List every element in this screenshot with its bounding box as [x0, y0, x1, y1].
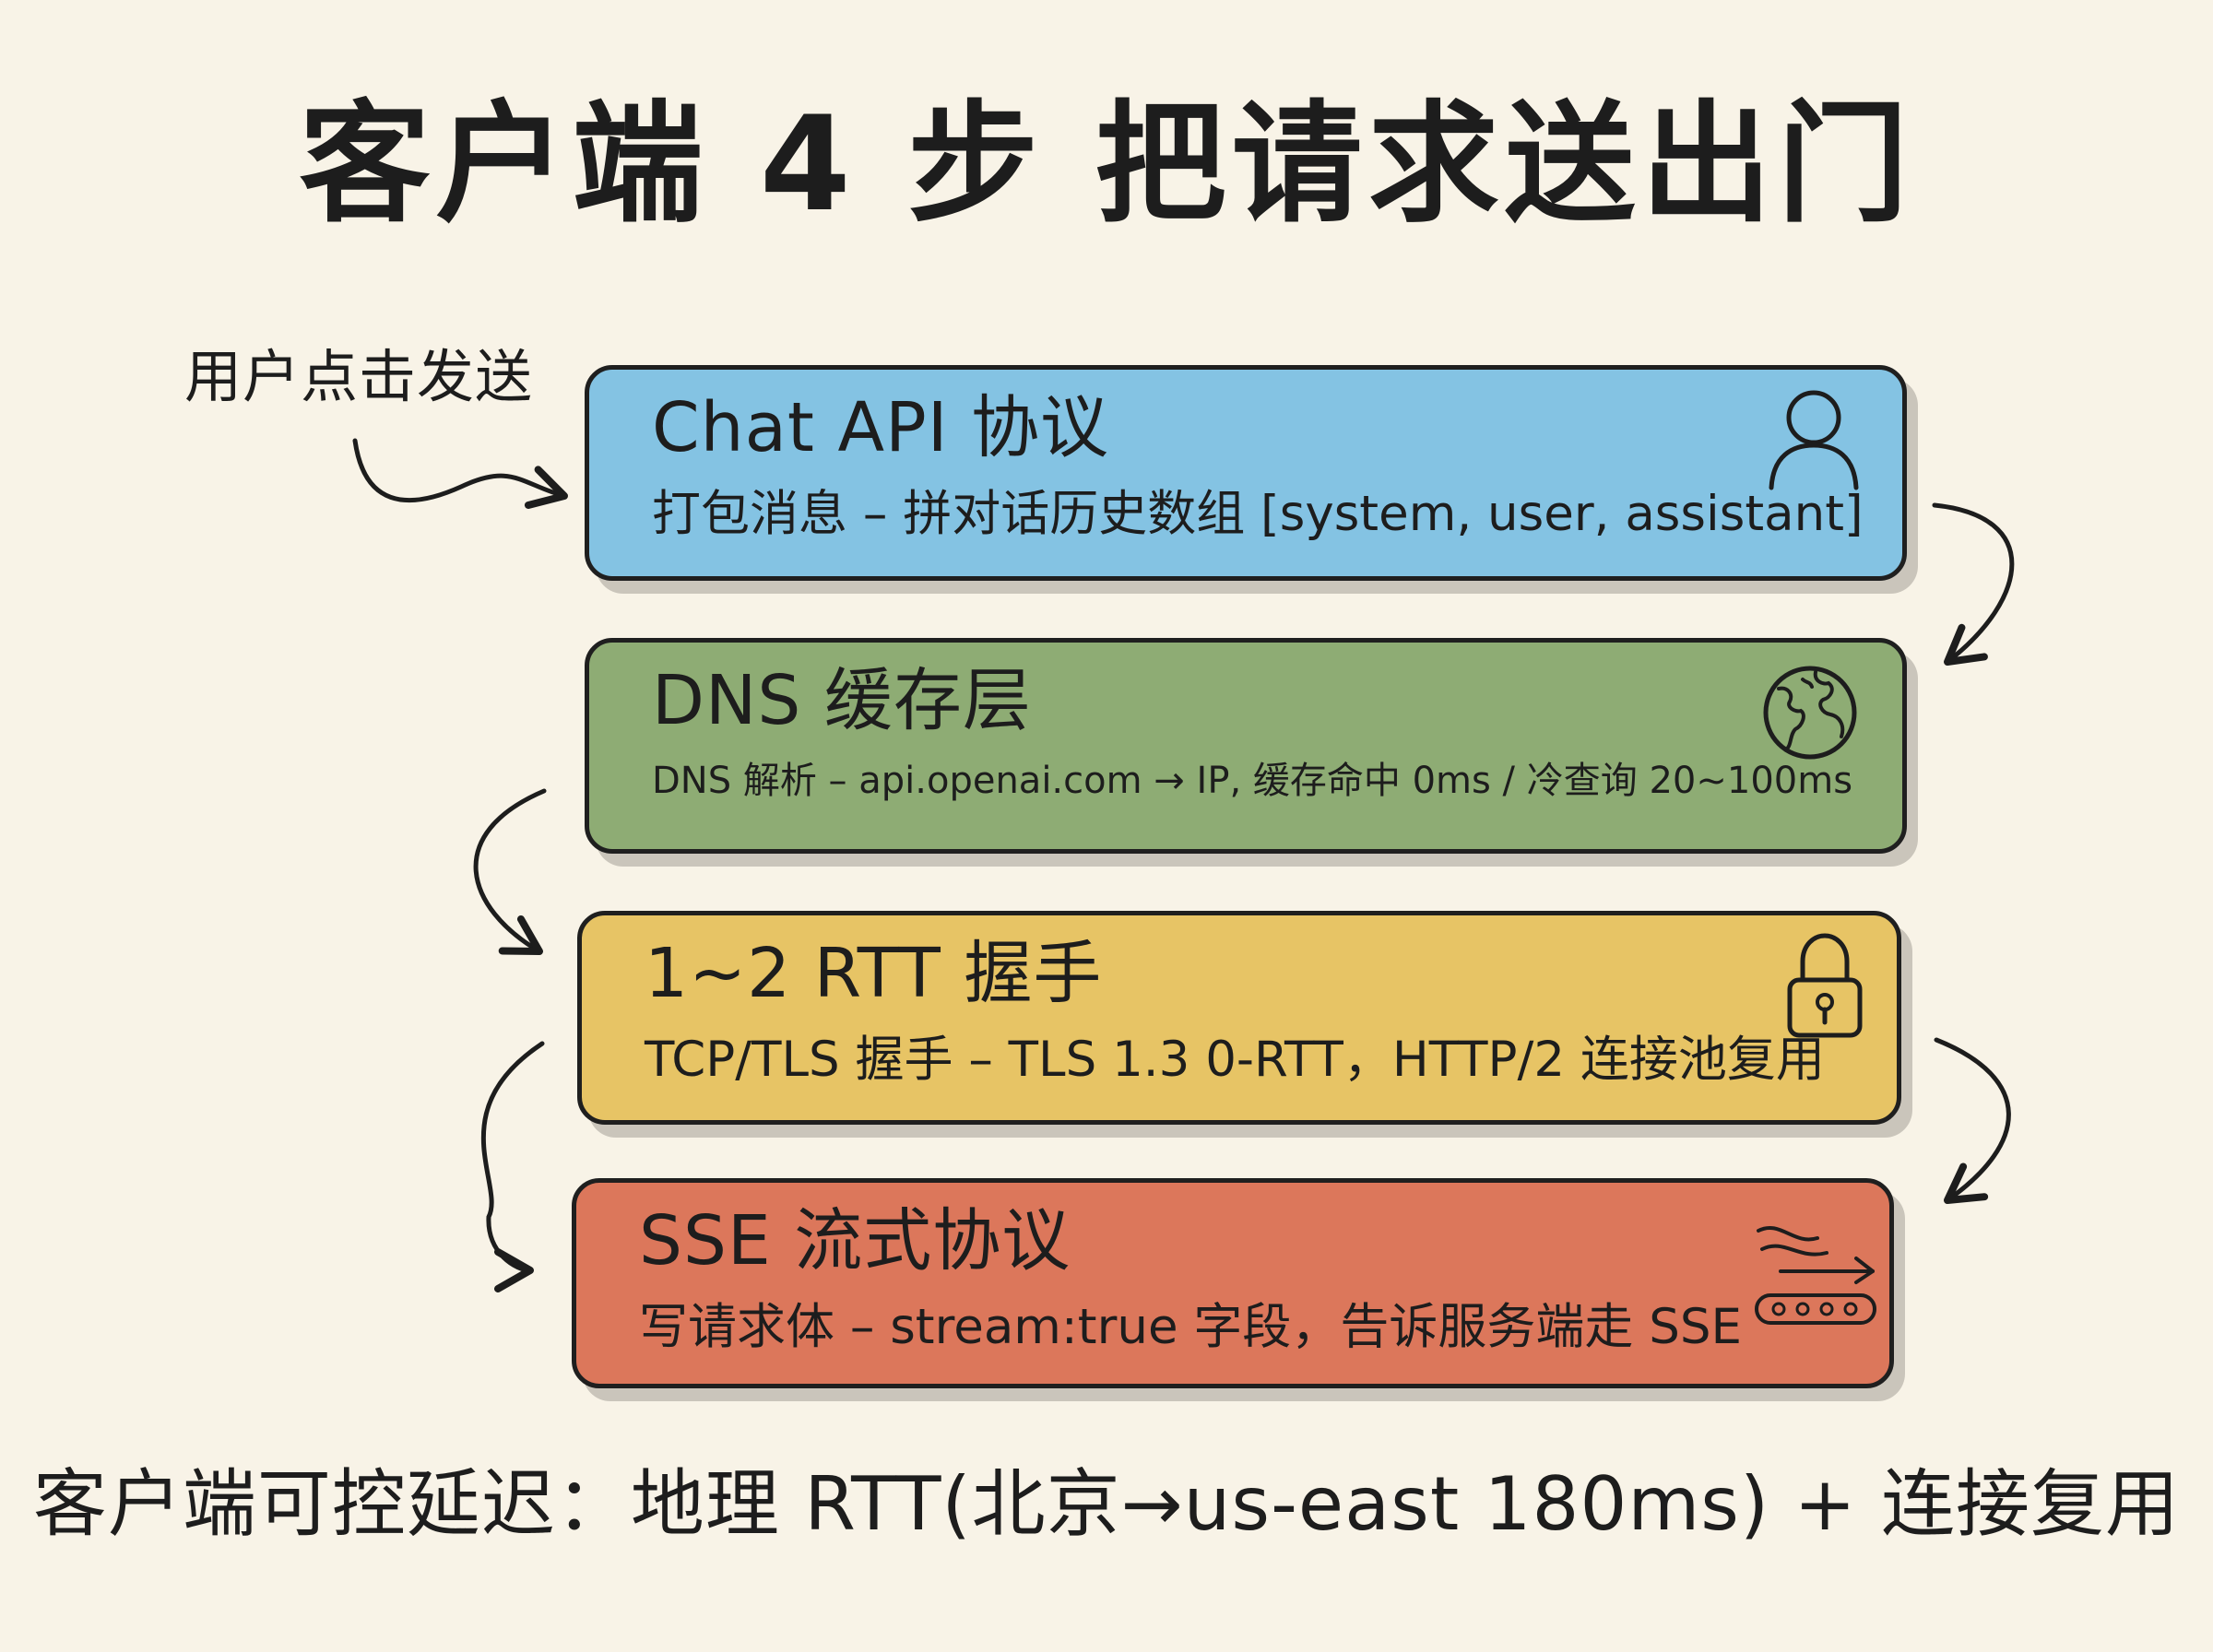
user-icon	[1769, 390, 1859, 490]
step-heading: Chat API 协议	[652, 388, 1110, 467]
step-description: DNS 解析 – api.openai.com → IP, 缓存命中 0ms /…	[652, 760, 1853, 802]
start-arrow	[352, 438, 568, 509]
step-card-sse: SSE 流式协议 写请求体 – stream:true 字段，告诉服务端走 SS…	[572, 1178, 1894, 1388]
footer-note: 客户端可控延迟：地理 RTT(北京→us-east 180ms) + 连接复用	[32, 1461, 2181, 1547]
diagram-title: 客户端 4 步 把请求送出门	[299, 88, 1914, 241]
start-label: 用户点击发送	[184, 343, 534, 410]
arrow-step2-to-step3	[473, 788, 547, 955]
step-description: 打包消息 – 拼对话历史数组 [system, user, assistant]	[652, 486, 1864, 542]
arrow-step3-to-step4-left	[480, 1041, 545, 1292]
step-heading: SSE 流式协议	[639, 1201, 1071, 1280]
step-card-dns: DNS 缓存层 DNS 解析 – api.openai.com → IP, 缓存…	[585, 638, 1907, 854]
step-description: 写请求体 – stream:true 字段，告诉服务端走 SSE	[639, 1299, 1743, 1355]
globe-icon	[1763, 666, 1857, 760]
step-heading: 1~2 RTT 握手	[645, 934, 1103, 1013]
step-description: TCP/TLS 握手 – TLS 1.3 0-RTT，HTTP/2 连接池复用	[645, 1032, 1825, 1088]
step-card-handshake: 1~2 RTT 握手 TCP/TLS 握手 – TLS 1.3 0-RTT，HT…	[577, 911, 1901, 1125]
step-card-chat-api: Chat API 协议 打包消息 – 拼对话历史数组 [system, user…	[585, 365, 1907, 581]
arrow-step1-to-step2	[1932, 502, 2015, 666]
step-heading: DNS 缓存层	[652, 661, 1032, 740]
arrow-step3-to-step4-right	[1934, 1037, 2011, 1204]
stream-icon	[1755, 1225, 1876, 1325]
lock-icon	[1787, 933, 1863, 1038]
